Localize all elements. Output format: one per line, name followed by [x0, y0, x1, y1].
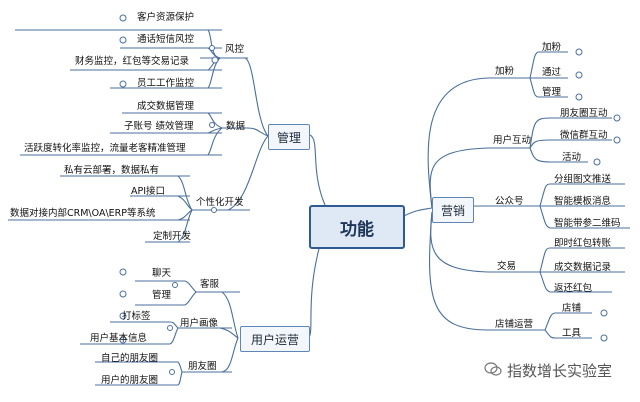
trade-node[interactable]: 交易 — [497, 261, 517, 272]
risk-item-3[interactable]: 财务监控，红包等交易记录 — [75, 56, 190, 67]
trade-item-1[interactable]: 即时红包转账 — [554, 238, 612, 249]
marketing-node[interactable]: 营销 — [432, 197, 474, 223]
interaction-item-2[interactable]: 微信群互动 — [560, 130, 608, 141]
official-node[interactable]: 公众号 — [495, 196, 524, 207]
moments-item-1[interactable]: 自己的朋友圈 — [101, 353, 159, 364]
interaction-item-1[interactable]: 朋友圈互动 — [560, 108, 608, 119]
trade-item-3[interactable]: 返还红包 — [554, 283, 593, 294]
profile-node[interactable]: 用户画像 — [180, 318, 219, 329]
official-item-1[interactable]: 分组图文推送 — [554, 174, 612, 185]
service-node[interactable]: 客服 — [200, 279, 220, 290]
data-item-3[interactable]: 活跃度转化率监控，流量老客精准管理 — [24, 143, 186, 154]
center-node-label: 功能 — [340, 219, 374, 240]
interaction-item-3[interactable]: 活动 — [562, 152, 582, 163]
custom-dev-node[interactable]: 个性化开发 — [196, 197, 244, 208]
official-item-2[interactable]: 智能模板消息 — [554, 196, 612, 207]
moments-node[interactable]: 朋友圈 — [188, 361, 217, 372]
risk-item-2[interactable]: 通话短信风控 — [137, 34, 195, 45]
service-item-1[interactable]: 聊天 — [152, 268, 172, 279]
risk-item-4[interactable]: 员工工作监控 — [137, 78, 195, 89]
interaction-node[interactable]: 用户互动 — [493, 135, 532, 146]
add-fans-node[interactable]: 加粉 — [495, 66, 515, 77]
store-item-2[interactable]: 工具 — [562, 328, 582, 339]
trade-item-2[interactable]: 成交数据记录 — [554, 262, 612, 273]
risk-item-1[interactable]: 客户资源保护 — [137, 12, 195, 23]
watermark-text: 指数增长实验室 — [507, 362, 613, 380]
management-label: 管理 — [276, 130, 301, 145]
data-item-2[interactable]: 子账号 绩效管理 — [124, 121, 194, 132]
profile-item-1[interactable]: 打标签 — [122, 311, 151, 322]
store-item-1[interactable]: 店铺 — [562, 303, 582, 314]
add-fans-item-1[interactable]: 加粉 — [542, 42, 562, 53]
service-item-2[interactable]: 管理 — [152, 290, 172, 301]
custom-item-4[interactable]: 定制开发 — [153, 231, 192, 242]
custom-item-2[interactable]: API接口 — [131, 186, 166, 197]
custom-item-1[interactable]: 私有云部署，数据私有 — [64, 165, 160, 176]
custom-item-3[interactable]: 数据对接内部CRM\OA\ERP等系统 — [10, 208, 156, 219]
add-fans-item-2[interactable]: 通过 — [542, 67, 562, 78]
moments-item-2[interactable]: 用户的朋友圈 — [101, 375, 159, 386]
user-ops-node[interactable]: 用户运营 — [240, 326, 310, 352]
center-node[interactable]: 功能 — [309, 205, 405, 249]
store-node[interactable]: 店铺运营 — [495, 319, 534, 330]
management-node[interactable]: 管理 — [268, 124, 310, 150]
data-node[interactable]: 数据 — [226, 121, 246, 132]
user-ops-label: 用户运营 — [250, 332, 299, 347]
profile-item-2[interactable]: 用户基本信息 — [90, 333, 148, 344]
marketing-label: 营销 — [440, 203, 465, 218]
official-item-3[interactable]: 智能带参二维码 — [554, 218, 621, 229]
wechat-icon — [484, 362, 502, 376]
risk-node[interactable]: 风控 — [225, 44, 245, 55]
add-fans-item-3[interactable]: 管理 — [542, 87, 562, 98]
data-item-1[interactable]: 成交数据管理 — [137, 101, 195, 112]
